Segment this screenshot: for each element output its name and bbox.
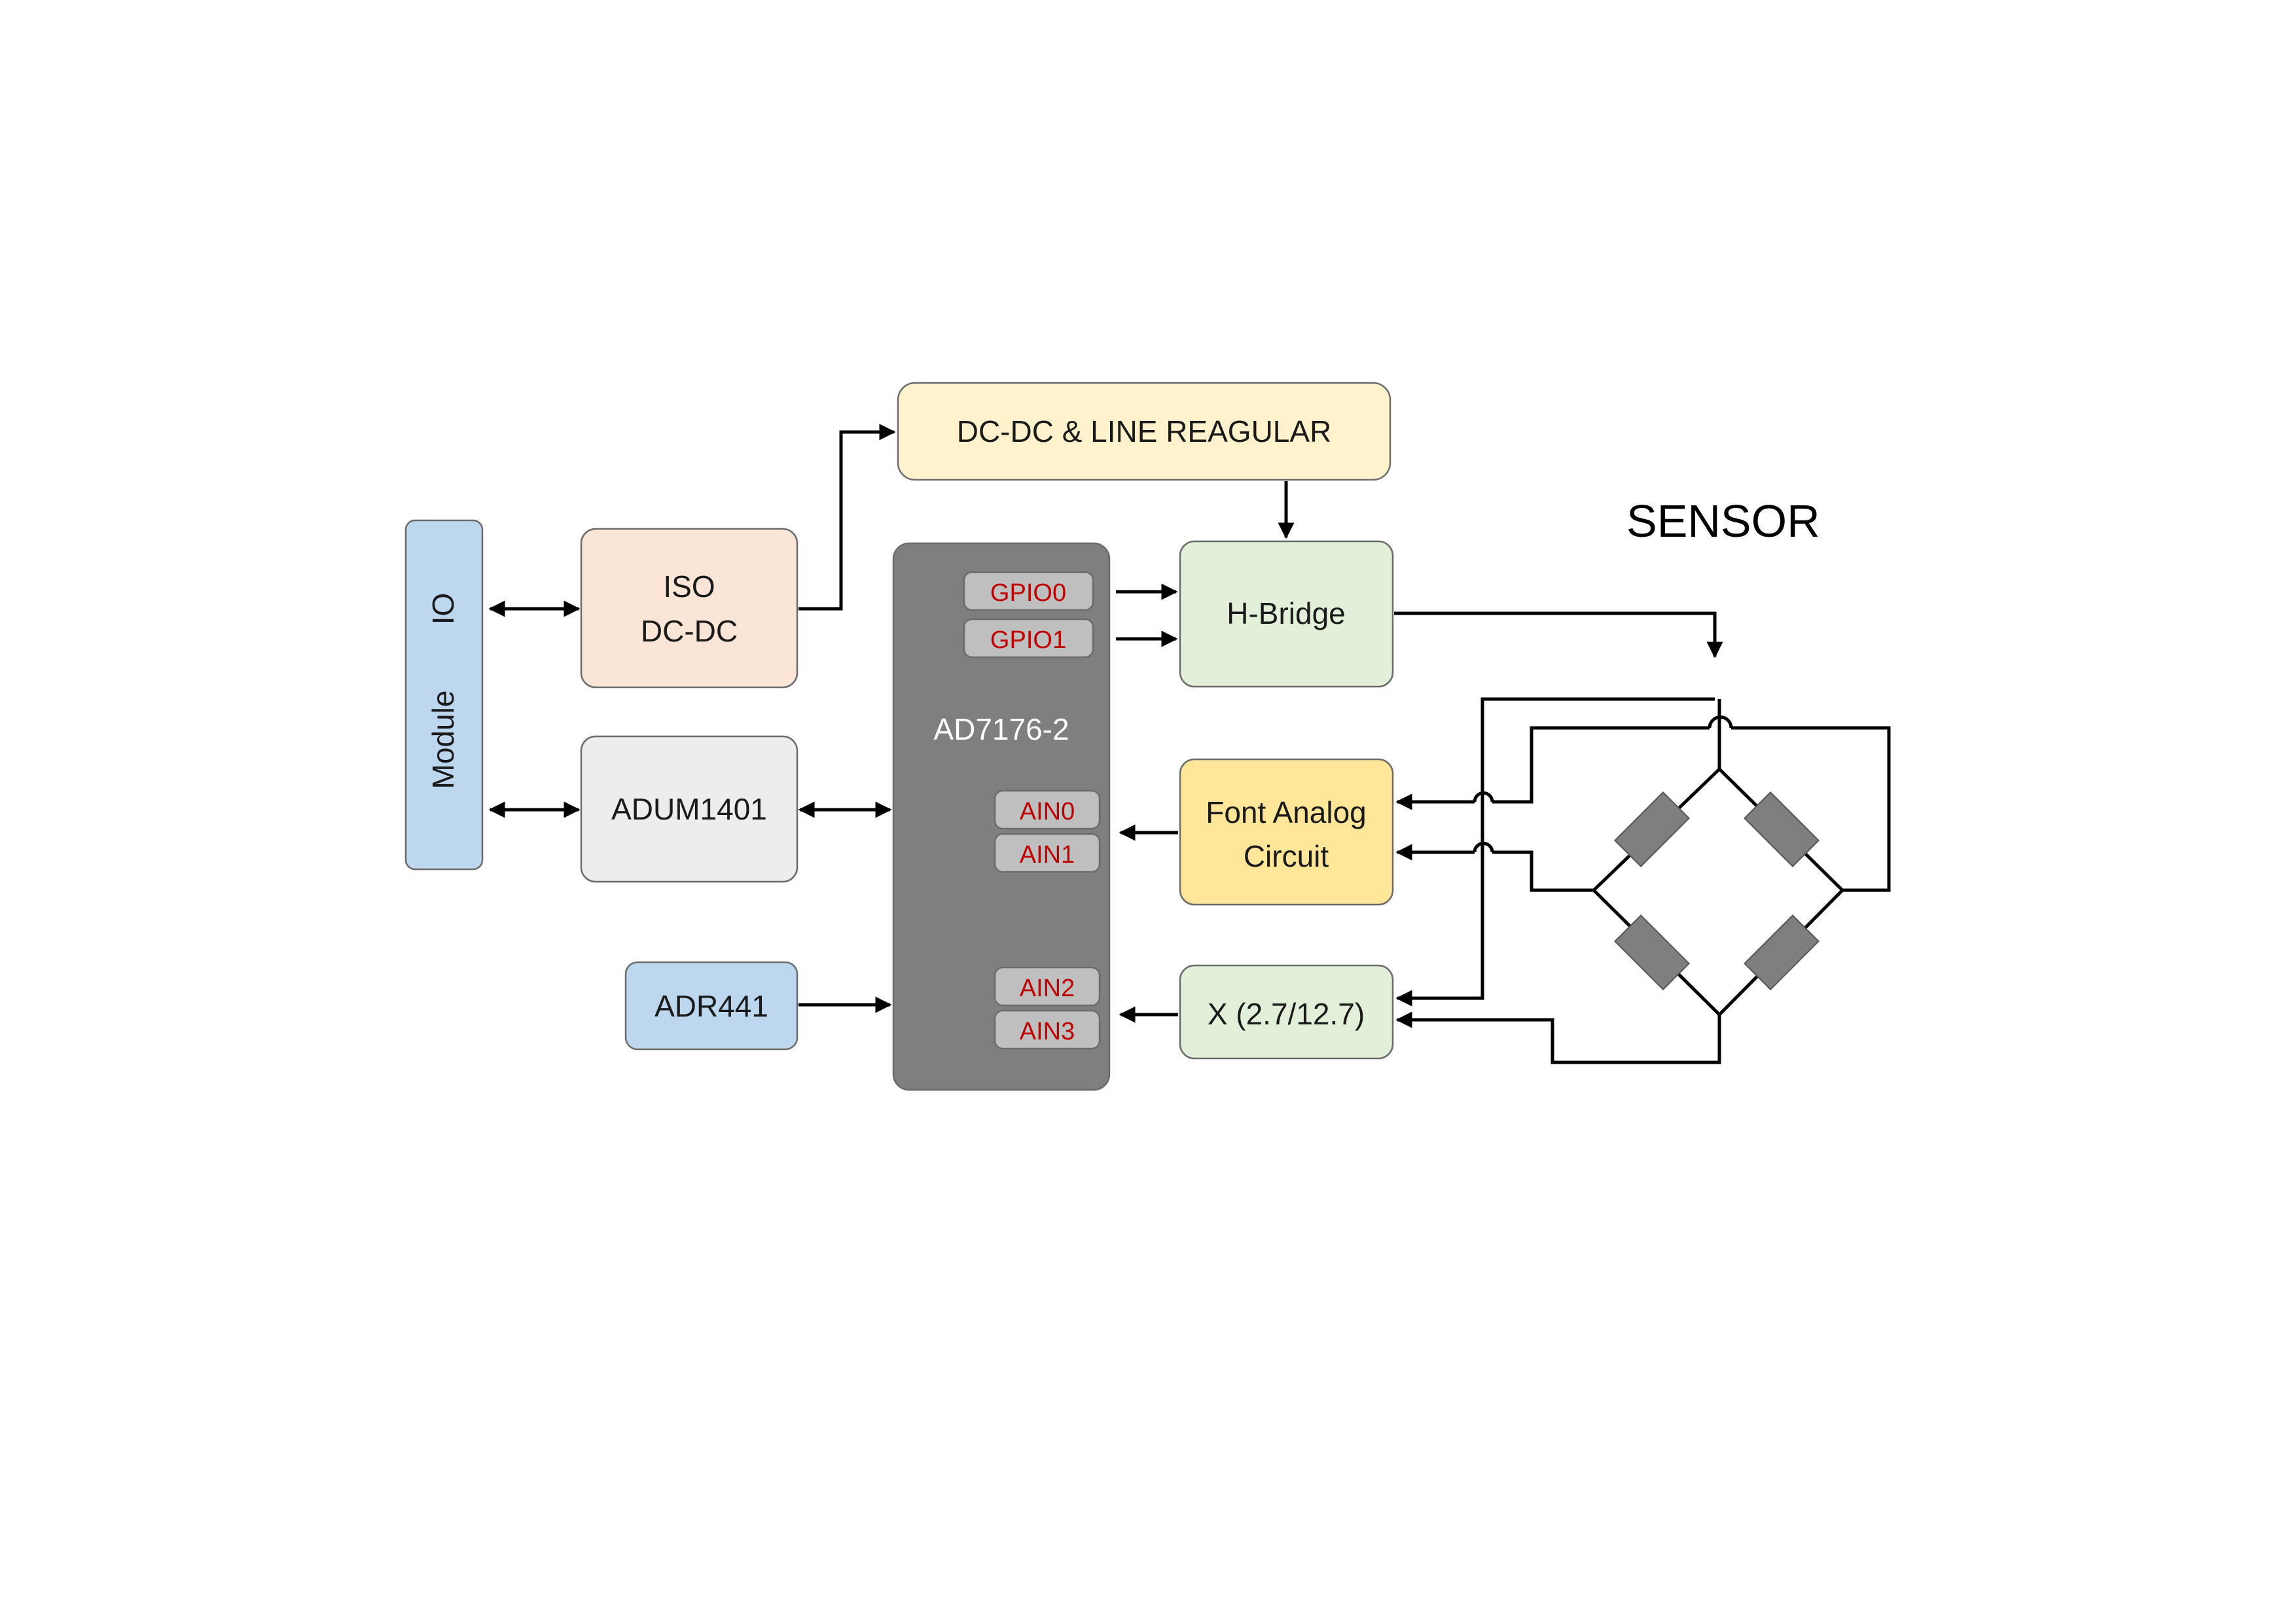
adr441-label: ADR441 xyxy=(655,989,768,1023)
x-amplifier-block: X (2.7/12.7) xyxy=(1179,964,1394,1060)
x-amplifier-box xyxy=(1179,964,1394,1060)
bridge-wire-left-node xyxy=(1492,850,1594,892)
font-analog-line1: Font Analog xyxy=(1206,795,1367,829)
font-analog-circuit-box xyxy=(1179,758,1394,906)
bridge-wire-to-x-amp-top xyxy=(1395,697,1715,1007)
h-bridge-box xyxy=(1179,540,1394,688)
iso-dcdc-line2: DC-DC xyxy=(641,614,738,648)
adum1401-box xyxy=(580,735,798,883)
bridge-wire-bottom-node xyxy=(1395,1011,1721,1064)
iso-to-regulator-wire xyxy=(798,424,896,611)
ain2-pin xyxy=(994,966,1101,1007)
iso-dcdc-line1: ISO xyxy=(663,569,715,604)
dcdc-line-regulator-block: DC-DC & LINE REAGULAR xyxy=(897,382,1391,481)
h-bridge-block: H-Bridge xyxy=(1179,540,1394,688)
iso-dcdc-box xyxy=(580,528,798,689)
resistor-left-bottom xyxy=(1614,914,1690,990)
ain3-pin xyxy=(994,1009,1101,1050)
adum1401-block: ADUM1401 xyxy=(580,735,798,883)
gpio1-label: GPIO1 xyxy=(990,626,1066,654)
gpio0-pin xyxy=(963,571,1094,611)
ad7176-chip: AD7176-2 GPIO0 GPIO1 AIN0 AIN1 AIN2 AIN3 xyxy=(892,542,1111,1091)
bridge-wire-hop-mid2 xyxy=(1473,842,1494,853)
bridge-wire-right-node xyxy=(1731,726,1891,892)
ain1-label: AIN1 xyxy=(1020,841,1075,869)
io-module-label-module: Module xyxy=(426,691,460,789)
sensor-bridge xyxy=(1395,697,1891,1064)
resistor-right-top xyxy=(1744,791,1820,867)
x-amplifier-label: X (2.7/12.7) xyxy=(1208,997,1365,1031)
font-analog-circuit-block: Font Analog Circuit xyxy=(1179,758,1394,906)
ain0-pin xyxy=(994,789,1101,830)
hbridge-excitation-wire xyxy=(1394,611,1723,659)
sensor-title: SENSOR xyxy=(1626,496,1820,547)
io-module-label-io: IO xyxy=(426,593,460,625)
adr441-box xyxy=(624,961,798,1051)
gpio0-label: GPIO0 xyxy=(990,579,1066,607)
adum1401-label: ADUM1401 xyxy=(611,792,767,826)
io-module-box xyxy=(404,519,484,871)
resistor-right-bottom xyxy=(1744,914,1820,990)
ad7176-label: AD7176-2 xyxy=(933,712,1069,746)
bridge-wire-to-font-analog-top xyxy=(1492,726,1710,804)
gpio1-pin xyxy=(963,618,1094,659)
resistor-left-top xyxy=(1614,791,1690,867)
io-module-block: Module IO xyxy=(404,519,484,871)
bridge-wire-hop-mid1 xyxy=(1473,791,1494,803)
dcdc-line-regulator-label: DC-DC & LINE REAGULAR xyxy=(957,414,1332,448)
iso-dcdc-block: ISO DC-DC xyxy=(580,528,798,689)
ain1-pin xyxy=(994,833,1101,873)
ain3-label: AIN3 xyxy=(1020,1018,1075,1045)
bridge-wire-hop-top xyxy=(1708,715,1733,729)
ain0-label: AIN0 xyxy=(1020,798,1075,825)
font-analog-line2: Circuit xyxy=(1244,839,1329,873)
adr441-block: ADR441 xyxy=(624,961,798,1051)
dcdc-line-regulator-box xyxy=(897,382,1391,481)
h-bridge-label: H-Bridge xyxy=(1227,596,1346,630)
ain2-label: AIN2 xyxy=(1020,975,1075,1002)
